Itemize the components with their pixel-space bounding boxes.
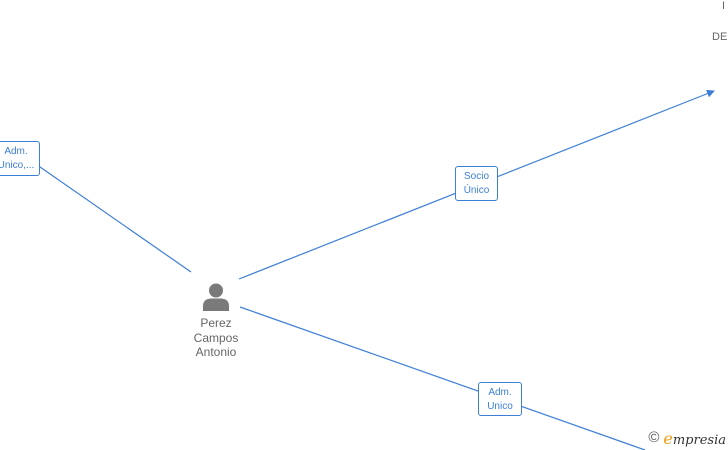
person-name-line-3: Antonio [195, 345, 237, 359]
edge-label-left-line2: Unico,... [0, 160, 35, 171]
person-node[interactable]: Perez Campos Antonio [185, 282, 247, 360]
brand-logo: empresia [663, 429, 726, 448]
company-node-line2: DE [712, 31, 728, 43]
person-name-line-2: Campos [193, 330, 239, 345]
edge-bottom [239, 306, 646, 450]
edge-label-bottom-line2: Unico [487, 401, 513, 412]
edge-label-top-line2: Único [463, 185, 490, 196]
company-node-partial[interactable]: I [722, 0, 725, 12]
edge-label-left[interactable]: Adm. Unico,... [0, 141, 40, 176]
brand-rest: mpresia [672, 432, 726, 448]
edge-label-top-line1: Socio [463, 171, 489, 182]
person-icon [203, 283, 229, 311]
edge-label-bottom[interactable]: Adm. Unico [478, 382, 522, 416]
brand-initial: e [663, 428, 673, 448]
company-node-line1: I [722, 0, 726, 12]
edge-left [29, 159, 192, 273]
edge-label-top[interactable]: Socio Único [455, 166, 498, 201]
edge-label-bottom-line1: Adm. [488, 387, 512, 398]
watermark: © empresia [648, 428, 726, 448]
edge-label-left-line1: Adm. [4, 146, 28, 157]
person-name-line-1: Perez [200, 316, 232, 330]
copyright-icon: © [648, 429, 660, 446]
company-node-partial-line2[interactable]: DE [712, 31, 727, 43]
